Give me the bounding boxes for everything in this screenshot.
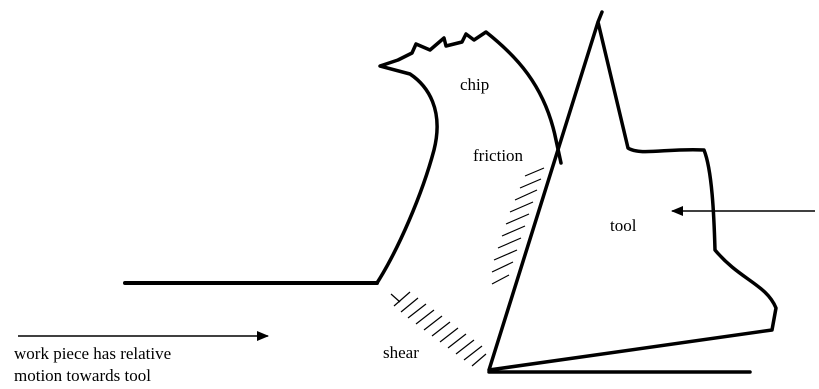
chip-label: chip bbox=[460, 75, 489, 94]
chip-outline bbox=[375, 30, 563, 285]
shear-hatching bbox=[390, 291, 487, 367]
friction-hatching bbox=[491, 167, 545, 285]
workpiece-label-line1: work piece has relative bbox=[14, 344, 171, 363]
tool-label: tool bbox=[610, 216, 637, 235]
workpiece-label-line2: motion towards tool bbox=[14, 366, 151, 385]
tool-outline bbox=[487, 10, 778, 372]
shear-label: shear bbox=[383, 343, 419, 362]
friction-label: friction bbox=[473, 146, 524, 165]
